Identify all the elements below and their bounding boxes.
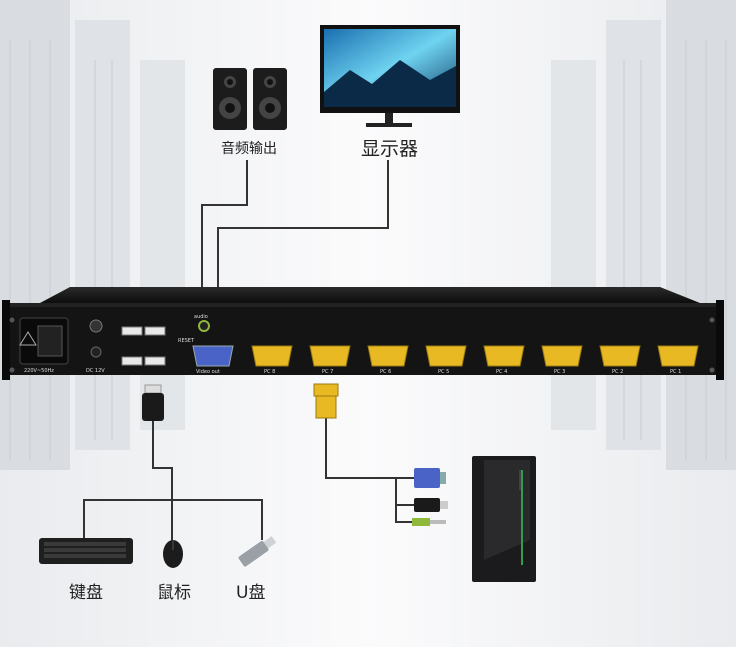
pc-port-label: PC 8: [264, 369, 275, 375]
speaker-icon: [213, 68, 287, 130]
vga-port-pc-7: PC 7: [309, 345, 351, 375]
video-out-port: Video out: [192, 345, 234, 375]
audio-output-label: 音频输出: [221, 141, 277, 157]
vga-port-pc-1: PC 1: [657, 345, 699, 375]
pc-port-label: PC 1: [670, 369, 681, 375]
usb-drive-label: U盘: [236, 583, 266, 603]
usb-plug-icon: [142, 384, 164, 421]
vga-port-pc-3: PC 3: [541, 345, 583, 375]
pc-port-label: PC 5: [438, 369, 449, 375]
bottom-cables: [83, 418, 414, 542]
vga-port-pc-2: PC 2: [599, 345, 641, 375]
pc-ports: PC 8 PC 7 PC 6 PC 5 PC 4 PC 3 PC 2 PC 1: [251, 345, 699, 375]
top-cables: [201, 160, 389, 290]
pc-port-label: PC 7: [322, 369, 333, 375]
mouse-icon: [163, 540, 183, 568]
vga-port-pc-6: PC 6: [367, 345, 409, 375]
vga-plug-icon: [313, 383, 339, 419]
usb-ports: [121, 326, 166, 366]
dc-jack: DC 12V: [86, 319, 105, 374]
pc-connectors: [412, 468, 448, 526]
pc-port-label: PC 4: [496, 369, 507, 375]
monitor-label: 显示器: [361, 138, 419, 160]
pc-tower-icon: [472, 456, 536, 582]
audio-label: audio: [194, 314, 208, 320]
monitor-icon: [320, 25, 460, 127]
keyboard-icon: [39, 538, 133, 564]
pc-port-label: PC 3: [554, 369, 565, 375]
power-rating-text: 220V~50Hz: [24, 368, 54, 374]
pc-port-label: PC 2: [612, 369, 623, 375]
vga-port-pc-4: PC 4: [483, 345, 525, 375]
keyboard-label: 键盘: [69, 583, 103, 603]
video-out-label: Video out: [196, 369, 220, 375]
vga-port-pc-8: PC 8: [251, 345, 293, 375]
mouse-label: 鼠标: [157, 583, 191, 603]
reset-label: RESET: [178, 338, 195, 344]
usb-drive-icon: [238, 536, 277, 567]
dc-label: DC 12V: [86, 368, 105, 374]
audio-jack: audio: [194, 314, 210, 332]
pc-port-label: PC 6: [380, 369, 391, 375]
vga-port-pc-5: PC 5: [425, 345, 467, 375]
power-inlet: 220V~50Hz: [19, 317, 69, 374]
